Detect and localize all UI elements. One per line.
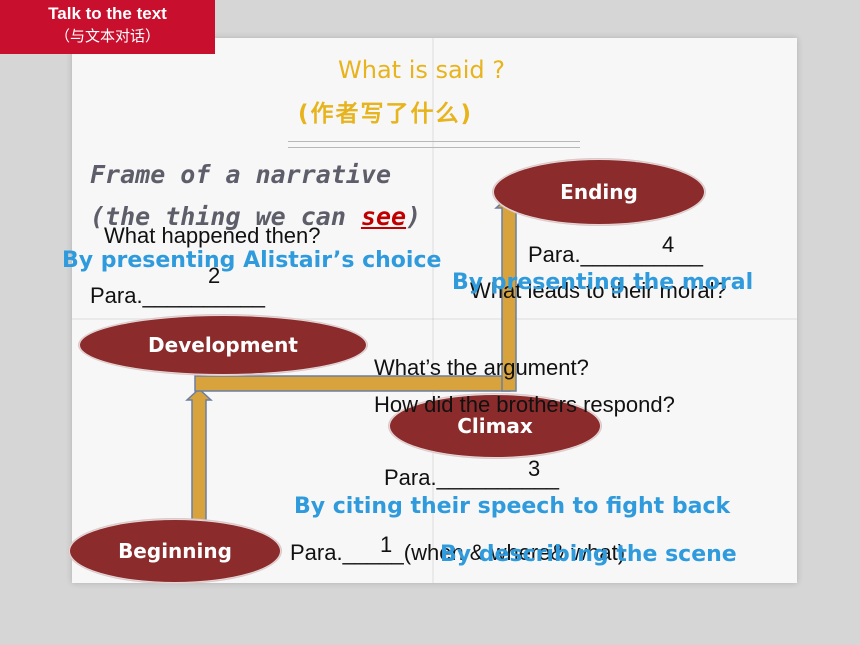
paper-fold-horizontal [72,318,797,320]
question-brothers: How did the brothers respond? [374,392,675,417]
oval-beginning-label: Beginning [118,539,232,563]
heading-rule-1 [288,141,580,142]
paper-fold-vertical [432,38,434,583]
heading-line2: (作者写了什么) [298,101,474,127]
oval-beginning: Beginning [70,520,280,582]
oval-climax: Climax [390,395,600,457]
frame-line2-highlight: see [360,202,407,231]
question-moral: What leads to their moral? [470,278,727,303]
method-climax: By citing their speech to fight back [294,494,731,519]
answer-ending: 4 [662,232,675,257]
method-beginning: By describing the scene [440,542,737,567]
answer-climax: 3 [528,456,541,481]
header-title: Talk to the text [48,4,167,23]
header-tag: Talk to the text （与文本对话） [0,0,215,54]
arrow-beginning-up [185,387,213,521]
frame-line2-prefix: (the thing we can [90,202,361,231]
heading-line1: What is said ? [338,56,505,84]
heading-rule-2 [288,147,580,148]
oval-climax-label: Climax [457,414,533,438]
para-ending: Para.__________ [528,242,703,267]
header-subtitle: （与文本对话） [54,28,160,45]
oval-development-label: Development [148,333,298,357]
oval-ending: Ending [494,160,704,224]
question-argument: What’s the argument? [374,355,589,380]
para-climax: Para.__________ [384,465,559,490]
oval-development: Development [80,316,366,374]
method-ending: By presenting the moral [452,270,754,295]
para-development: Para.__________ [90,283,265,308]
frame-line2-suffix: ) [406,202,422,231]
para-beginning: Para._____(when & where& what) [290,540,626,565]
method-development: By presenting Alistair’s choice [62,248,442,273]
answer-development: 2 [208,263,221,288]
frame-line1: Frame of a narrative [90,160,392,189]
frame-line2: (the thing we can see) [90,202,421,231]
question-what-happened: What happened then? [104,223,321,248]
oval-ending-label: Ending [560,180,638,204]
answer-beginning: 1 [380,532,393,557]
